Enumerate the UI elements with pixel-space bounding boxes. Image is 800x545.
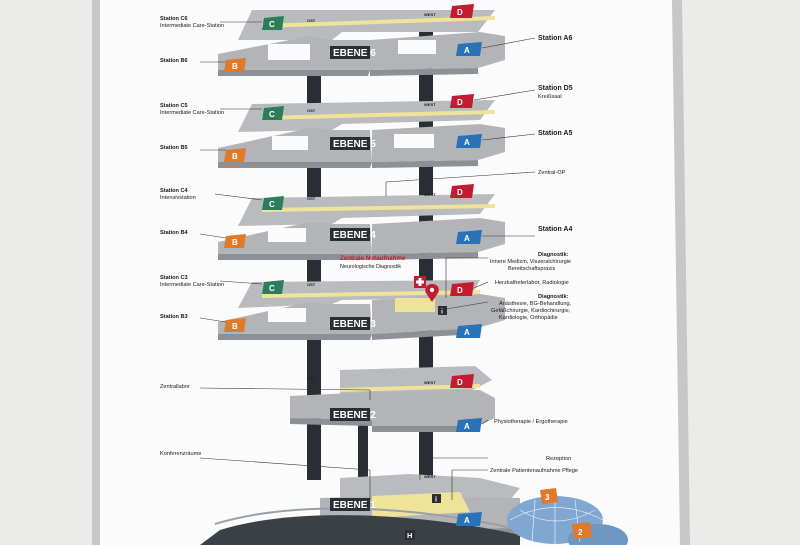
- right-labels: Station A6 Station D5 Kreißsaal Station …: [490, 35, 578, 474]
- left-label-line1: Station C5: [160, 103, 188, 109]
- left-label-line1: Zentrallabor: [160, 384, 190, 390]
- right-label: Station A4: [538, 226, 572, 233]
- level-label-3: EBENE 3: [333, 319, 376, 330]
- wing-d-letter: D: [457, 378, 463, 387]
- wing-d-letter: D: [457, 98, 463, 107]
- direction-west: WEST: [424, 380, 436, 385]
- left-labels: Station C6 Intermediate Care-Station Sta…: [160, 16, 224, 457]
- right-label-line: Bereitschaftspraxis: [508, 266, 555, 272]
- direction-ost: OST: [307, 196, 316, 201]
- info-icon: [432, 494, 441, 503]
- level-label-1: EBENE 1: [333, 500, 376, 511]
- dome-number-3: 3: [545, 493, 550, 502]
- left-label-line1: Station B3: [160, 314, 188, 320]
- wing-a-letter: A: [464, 46, 470, 55]
- right-label-line: Gefäßchirurgie, Kardiochirurgie,: [491, 308, 571, 314]
- right-label: Zentral-OP: [538, 170, 566, 176]
- emergency-subtitle: Neurologische Diagnostik: [340, 264, 401, 270]
- direction-west: WEST: [424, 474, 436, 479]
- core-shaft-center: [358, 425, 368, 515]
- wing-b-letter: B: [232, 62, 238, 71]
- left-label-line1: Station B4: [160, 230, 189, 236]
- left-label-line1: Station B5: [160, 145, 188, 151]
- direction-west: WEST: [424, 192, 436, 197]
- left-label-line1: Station B6: [160, 58, 188, 64]
- left-label-line1: Station C3: [160, 275, 188, 281]
- wing-a-letter: A: [464, 234, 470, 243]
- wing-a-badges: A A A A A A: [456, 42, 482, 526]
- left-label-line1: Station C4: [160, 188, 189, 194]
- wing-d-badges: D D D D D: [450, 4, 474, 388]
- wing-c-letter: C: [269, 110, 275, 119]
- right-label: Diagnostik:: [538, 252, 569, 258]
- level-plates: EBENE 6 EBENE 5 EBENE 4 EBENE 3 EBENE 2 …: [330, 46, 376, 511]
- wing-b-letter: B: [232, 322, 238, 331]
- right-label: Station D5: [538, 85, 573, 92]
- right-label-line: Innere Medizin, Viszeralchirurgie: [490, 259, 571, 265]
- right-label: Station A6: [538, 35, 572, 42]
- leader-lines-right: [385, 37, 536, 500]
- dome-number-2: 2: [578, 528, 583, 537]
- level-label-4: EBENE 4: [333, 230, 376, 241]
- direction-ost: OST: [307, 18, 316, 23]
- direction-ost: OST: [307, 108, 316, 113]
- location-pin-icon: [425, 284, 439, 302]
- level-label-2: EBENE 2: [333, 410, 376, 421]
- floor-ebene-5: [218, 100, 505, 168]
- right-label: Herzkatheterlabor, Radiologie: [495, 280, 569, 286]
- svg-text:i: i: [435, 497, 437, 504]
- right-label: Physiotherapie / Ergotherapie: [494, 419, 568, 425]
- emergency-marker: Zentrale Notaufnahme Neurologische Diagn…: [340, 255, 439, 302]
- wing-a-letter: A: [464, 328, 470, 337]
- helipad-marker: H: [405, 530, 415, 540]
- helipad-letter: H: [407, 531, 412, 540]
- level-label-6: EBENE 6: [333, 48, 376, 59]
- floor-ebene-2: [290, 366, 495, 432]
- wing-d-letter: D: [457, 188, 463, 197]
- info-icon: [438, 306, 447, 315]
- floor-ebene-6: [218, 10, 505, 76]
- level-label-5: EBENE 5: [333, 139, 376, 150]
- right-label: Station A5: [538, 130, 572, 137]
- wing-c-letter: C: [269, 284, 275, 293]
- wing-b-letter: B: [232, 238, 238, 247]
- left-label-line2: Intermediate Care-Station: [160, 282, 224, 288]
- direction-tags: OST WEST OST WEST OST WEST OST OST WEST …: [307, 12, 436, 479]
- dome-badges: 3 2: [540, 488, 592, 539]
- right-label: Zentrale Patientenaufnahme Pflege: [490, 468, 578, 474]
- info-icons: i i: [432, 306, 447, 504]
- right-label: Rezeption: [546, 456, 571, 462]
- left-label-line1: Station C6: [160, 16, 188, 22]
- wing-d-letter: D: [457, 8, 463, 17]
- emergency-title: Zentrale Notaufnahme: [340, 255, 406, 262]
- right-label-sub: Kreißsaal: [538, 94, 562, 100]
- wing-d-letter: D: [457, 286, 463, 295]
- direction-ost: OST: [307, 282, 316, 287]
- right-label: Diagnostik:: [538, 294, 569, 300]
- wing-b-badges: B B B B: [224, 58, 246, 332]
- svg-text:i: i: [441, 309, 443, 316]
- floor-ebene-4: [218, 194, 505, 260]
- direction-ost: OST: [307, 376, 316, 381]
- direction-west: WEST: [424, 102, 436, 107]
- left-label-line2: Intermediate Care-Station: [160, 23, 224, 29]
- wing-a-letter: A: [464, 516, 470, 525]
- sign-panel: [100, 0, 680, 545]
- wing-a-letter: A: [464, 422, 470, 431]
- left-label-line2: Intermediate Care-Station: [160, 110, 224, 116]
- wing-c-badges: C C C C: [262, 16, 284, 294]
- direction-west: WEST: [424, 12, 436, 17]
- wing-a-letter: A: [464, 138, 470, 147]
- wing-c-letter: C: [269, 20, 275, 29]
- right-label-line: Kardiologie, Orthopädie: [499, 315, 558, 321]
- wing-b-letter: B: [232, 152, 238, 161]
- wing-c-letter: C: [269, 200, 275, 209]
- left-label-line1: Konferenzräume: [160, 451, 201, 457]
- leader-lines-left: [199, 21, 371, 500]
- right-label-line: Anästhesie, BG-Behandlung,: [499, 301, 572, 307]
- left-label-line2: Intensivstation: [160, 195, 196, 201]
